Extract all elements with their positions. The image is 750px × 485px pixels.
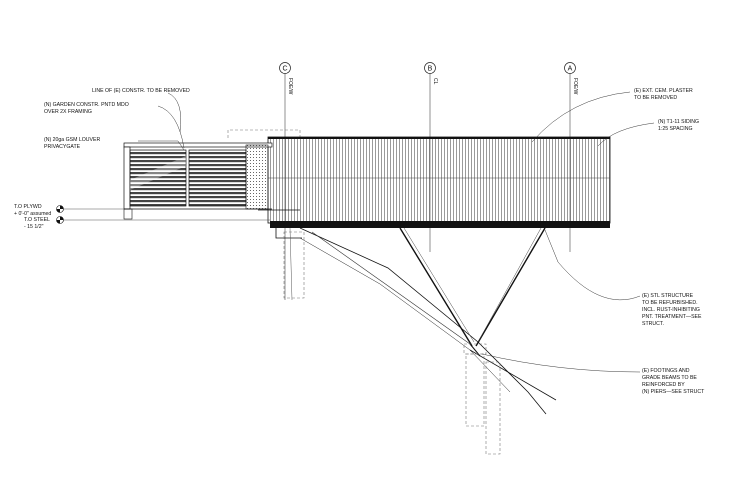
grid-label-a: FOE/W	[572, 78, 578, 95]
louver-gate-left	[129, 149, 187, 207]
louver-gate-right	[188, 149, 247, 207]
note-steel-line3: INCL. RUST-INHIBITING	[642, 307, 700, 313]
note-louver-line1: (N) 20ga GSM LOUVER	[44, 137, 100, 143]
annotations: LINE OF (E) CONSTR. TO BE REMOVED (N) GA…	[44, 88, 705, 395]
note-steel-line4: PNT. TREATMENT—SEE	[642, 314, 702, 320]
note-footing-line3: REINFORCED BY	[642, 382, 685, 388]
note-footing-line4: (N) PIERS—SEE STRUCT	[642, 389, 705, 395]
note-footing-line2: GRADE BEAMS TO BE	[642, 375, 697, 381]
elevation-steel-value: - 15 1/2"	[24, 224, 44, 230]
pier-a	[485, 361, 501, 455]
leaders	[138, 91, 655, 373]
note-plaster-line2: TO BE REMOVED	[634, 95, 677, 101]
terrain	[62, 208, 557, 415]
note-footing-line1: (E) FOOTINGS AND	[642, 368, 690, 374]
grid-tag-b: B	[428, 66, 433, 73]
note-line-existing: LINE OF (E) CONSTR. TO BE REMOVED	[92, 88, 190, 94]
note-garden-line1: (N) GARDEN CONSTR. PNTD MDO	[44, 102, 129, 108]
note-siding-line1: (N) T1-11 SIDING	[658, 119, 699, 125]
grid-label-c: FOE/W	[287, 78, 293, 95]
grid-tag-c: C	[282, 66, 287, 73]
pier-c	[283, 231, 305, 299]
pier-b	[465, 353, 485, 427]
elevation-markers: T.O PLYWD + 0'-0" assumed T.O STEEL - 15…	[14, 204, 64, 230]
grid-tag-a: A	[568, 66, 573, 73]
elevation-plywd-label: T.O PLYWD	[14, 204, 42, 210]
note-plaster-line1: (E) EXT. CEM. PLASTER	[634, 88, 693, 94]
steel-structure	[311, 227, 546, 357]
note-louver-line2: PRIVACYGATE	[44, 144, 81, 150]
note-steel-line1: (E) STL STRUCTURE	[642, 293, 694, 299]
note-steel-line2: TO BE REFURBISHED.	[642, 300, 698, 306]
grid-label-b: CL	[432, 78, 438, 85]
elevation-steel-label: T.O STEEL	[24, 217, 50, 223]
floor-beam	[258, 209, 610, 239]
garden-construction	[123, 142, 273, 220]
note-garden-line2: OVER 2X FRAMING	[44, 109, 92, 115]
elevation-plywd-value: + 0'-0" assumed	[14, 211, 51, 217]
note-steel-line5: STRUCT.	[642, 321, 664, 327]
note-siding-line2: 1:25 SPACING	[658, 126, 693, 132]
footings	[283, 231, 501, 455]
building-volume	[267, 136, 611, 224]
